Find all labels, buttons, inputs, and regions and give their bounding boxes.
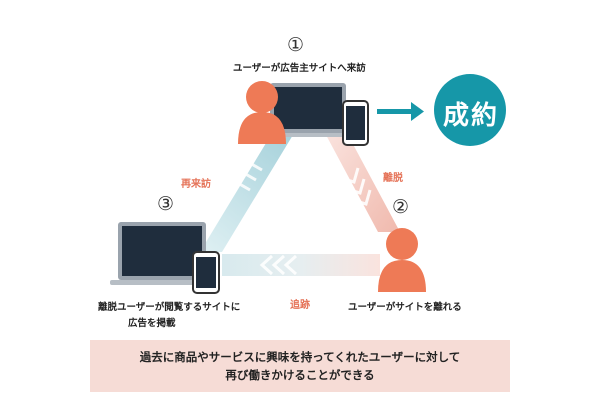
step-three-caption-line2: 広告を掲載 [128,318,176,329]
arrow-leave-label: 離脱 [383,173,403,184]
person-icon [238,81,286,144]
summary-box: 過去に商品やサービスに興味を持ってくれたユーザーに対して 再び働きかけることがで… [90,340,510,392]
person-icon [378,228,426,292]
result-badge [434,74,506,146]
chevron-icon [259,254,298,276]
laptop-icon [110,222,214,285]
step-three-caption-line1: 離脱ユーザーが閲覧するサイトに [98,302,241,313]
arrow-revisit [200,120,302,252]
step-one-number: ① [287,34,305,56]
phone-icon [192,251,220,294]
arrow-track [222,254,380,276]
step-two-illustration [378,228,426,292]
chevron-icon [224,160,263,197]
arrow-leave [318,120,400,232]
step-two-number: ② [392,196,410,218]
arrow-revisit-label: 再来訪 [181,179,211,190]
step-one-caption: ユーザーが広告主サイトへ来訪 [233,63,366,74]
summary-line-2: 再び働きかけることができる [225,368,375,382]
chevron-icon [339,167,372,206]
arrow-track-label: 追跡 [290,300,310,311]
summary-line-1: 過去に商品やサービスに興味を持ってくれたユーザーに対して [139,350,461,364]
arrow-right-icon [377,102,424,121]
step-three-number: ③ [157,193,175,215]
laptop-icon [262,83,354,137]
step-two-caption: ユーザーがサイトを離れる [348,302,462,313]
step-three-illustration [110,222,220,294]
step-one-illustration [238,81,369,146]
phone-icon [342,100,369,146]
result-label: 成約 [443,101,500,131]
